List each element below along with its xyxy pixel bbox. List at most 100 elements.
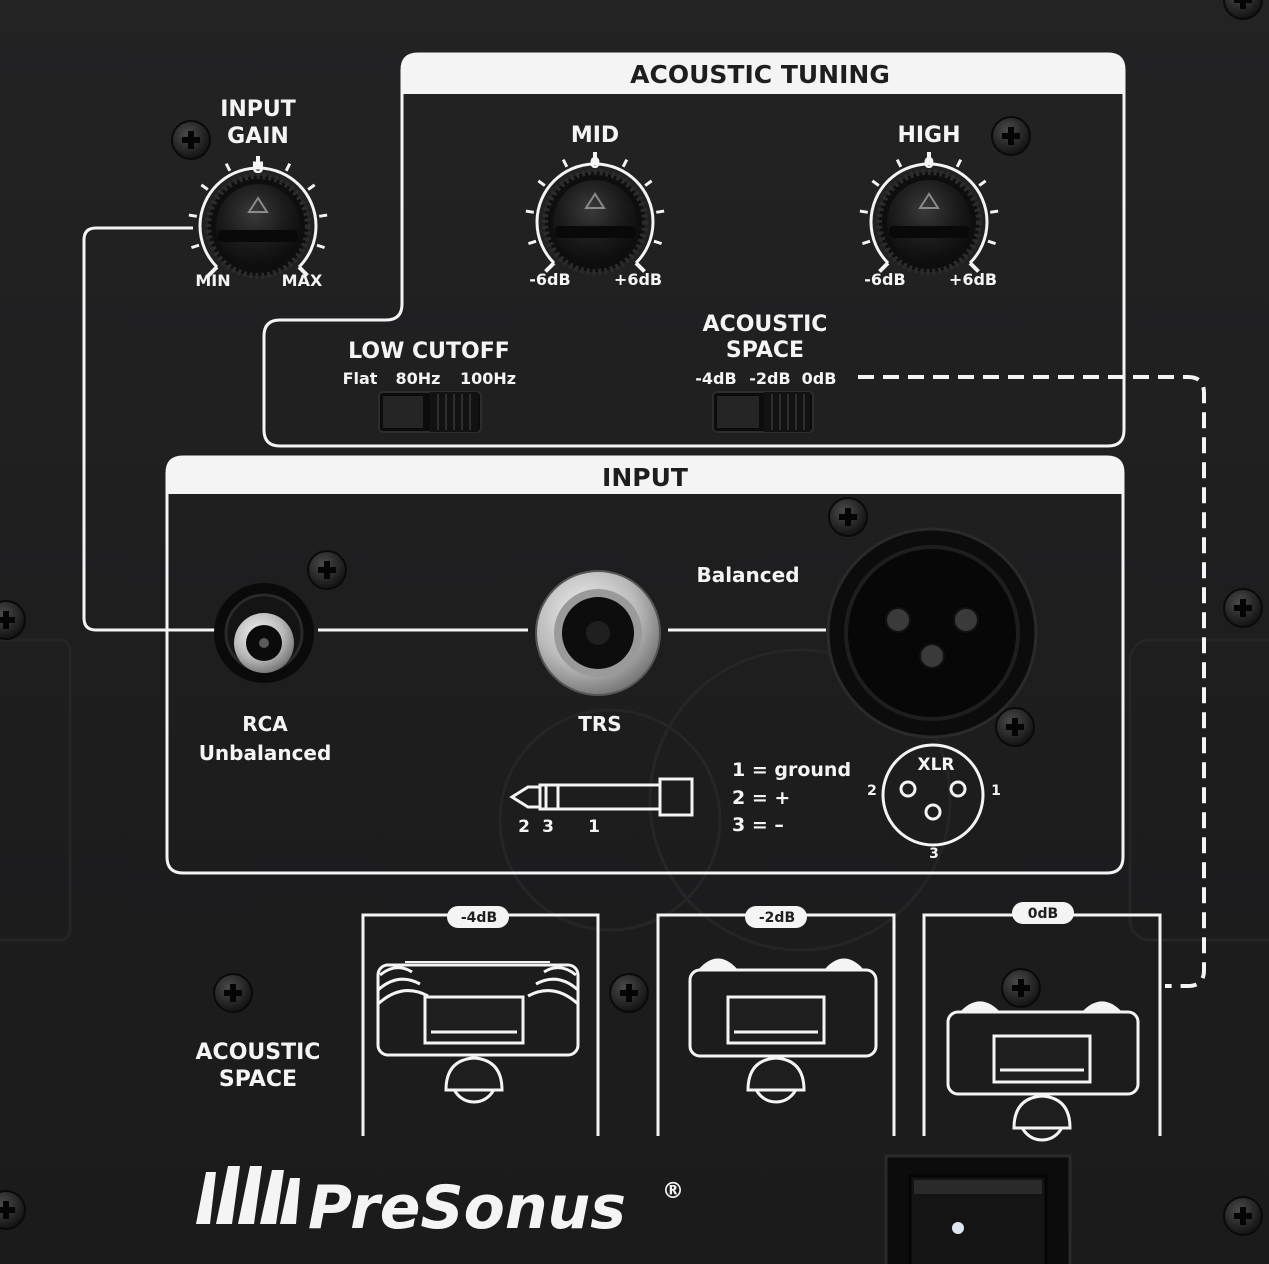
knob-ridge [889, 226, 969, 238]
acoustic-space-label: SPACE [726, 338, 804, 363]
knob-tick [224, 162, 232, 172]
rca-jack[interactable] [214, 583, 314, 683]
knob-tick [207, 265, 219, 277]
knob-indicator-icon [584, 192, 606, 209]
input-gain-center-label: U [252, 158, 265, 177]
knob-cap [216, 184, 300, 268]
brand-name: PreSonus [308, 1173, 626, 1243]
mid-label: MID [571, 123, 619, 148]
acoustic-space-diagram-minus2 [656, 913, 896, 1136]
input-gain-max-label: MAX [282, 271, 323, 290]
knob-tick [859, 209, 868, 214]
knob-tick [200, 183, 209, 191]
input-gain-label: INPUT [220, 97, 296, 122]
acoustic-space-tab: 0dB [1028, 906, 1058, 922]
knob-cap [553, 180, 637, 264]
mid-eq-knob[interactable] [525, 152, 665, 275]
screw-icon [609, 973, 649, 1013]
knob-tick [307, 183, 316, 191]
knob-tick [878, 261, 890, 273]
knob-tick [561, 158, 569, 168]
acoustic-space-tab: -2dB [759, 910, 795, 926]
presonus-logo-icon [196, 1166, 300, 1224]
low-cutoff-option: Flat [343, 369, 378, 388]
trs-pin-label: 1 [588, 817, 600, 837]
knob-tick [188, 213, 197, 218]
low-cutoff-option: 80Hz [396, 369, 441, 388]
knob-tick [190, 243, 200, 250]
low-cutoff-label: LOW CUTOFF [348, 339, 510, 364]
screw-icon [0, 1190, 26, 1230]
knob-tick [284, 162, 292, 172]
trs-jack[interactable] [535, 570, 661, 696]
knob-indicator-icon [918, 192, 940, 209]
power-switch[interactable] [884, 1154, 1072, 1264]
acoustic-space-option: 0dB [802, 369, 837, 388]
high-label: HIGH [897, 123, 960, 148]
knob-tick [525, 209, 534, 214]
balanced-label: Balanced [696, 563, 799, 587]
trs-pin-label: 3 [542, 817, 554, 837]
mid-max-label: +6dB [614, 270, 662, 289]
knob-tick [978, 179, 987, 187]
screw-icon [1223, 588, 1263, 628]
screw-icon [171, 120, 211, 160]
knob-indicator-icon [247, 196, 269, 213]
low-cutoff-switch[interactable] [378, 391, 482, 433]
acoustic-space-diagrams-label: SPACE [219, 1067, 297, 1092]
acoustic-space-tab: -4dB [461, 910, 497, 926]
knob-tick [895, 158, 903, 168]
knob-tick [544, 261, 556, 273]
pinout-line: 3 = – [732, 814, 784, 836]
knob-scale-arc [869, 162, 989, 265]
knob-tick [527, 239, 537, 246]
acoustic-space-label: ACOUSTIC [703, 312, 828, 337]
knob-scale-arc [198, 166, 318, 269]
knob-tick [644, 179, 653, 187]
knob-tick [656, 209, 665, 214]
high-eq-knob[interactable] [859, 152, 999, 275]
input-gain-label: GAIN [227, 124, 289, 149]
xlr-pin-label: 2 [867, 783, 877, 799]
trs-plug-icon [509, 777, 694, 817]
knob-tick [634, 261, 646, 273]
rca-label: RCA [242, 712, 288, 736]
trs-label: TRS [578, 712, 621, 736]
high-max-label: +6dB [949, 270, 997, 289]
screw-icon [1001, 968, 1041, 1008]
knob-cap [887, 180, 971, 264]
knob-tick [653, 239, 663, 246]
acoustic-tuning-frame [262, 52, 1126, 448]
screw-icon [213, 973, 253, 1013]
input-gain-knob[interactable] [188, 156, 328, 279]
screw-icon [828, 497, 868, 537]
high-center-label: 0 [924, 154, 934, 172]
xlr-jack[interactable] [826, 527, 1038, 739]
xlr-pinout-icon [881, 743, 985, 847]
acoustic-space-diagram-0 [922, 913, 1162, 1142]
knob-scale-arc [535, 162, 655, 265]
knob-ridge [218, 230, 298, 242]
acoustic-space-switch[interactable] [712, 391, 814, 433]
acoustic-tuning-title: ACOUSTIC TUNING [630, 60, 890, 89]
knob-tick [319, 213, 328, 218]
acoustic-space-diagrams-label: ACOUSTIC [196, 1040, 321, 1065]
knob-tick [861, 239, 871, 246]
screw-icon [307, 550, 347, 590]
input-gain-min-label: MIN [195, 271, 230, 290]
screw-icon [995, 707, 1035, 747]
screw-icon [991, 116, 1031, 156]
acoustic-space-diagram-minus4 [361, 913, 600, 1136]
acoustic-space-option: -2dB [749, 369, 790, 388]
input-title: INPUT [602, 463, 688, 492]
high-min-label: -6dB [864, 270, 905, 289]
knob-tick [990, 209, 999, 214]
low-cutoff-option: 100Hz [460, 369, 516, 388]
knob-ridge [555, 226, 635, 238]
knob-tick [987, 239, 997, 246]
pinout-line: 2 = + [732, 787, 790, 809]
knob-tick [537, 179, 546, 187]
knob-tick [955, 158, 963, 168]
